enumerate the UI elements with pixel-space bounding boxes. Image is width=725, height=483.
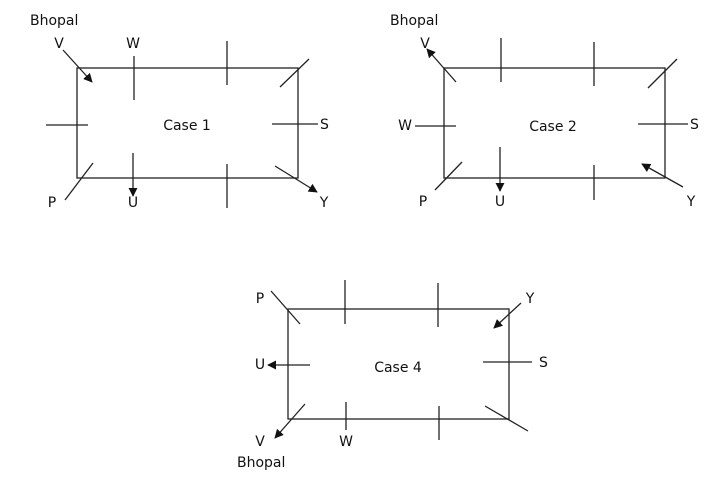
diag-bottom-right [484, 405, 529, 432]
label-w: W [398, 118, 412, 134]
label-w: W [339, 434, 353, 450]
case-4: P Y U S Case 4 V W Bhopal [237, 280, 548, 471]
label-u: U [255, 357, 265, 373]
diag-top-right [647, 58, 678, 89]
table-rectangle [76, 67, 299, 179]
label-u: U [128, 195, 138, 211]
diag-p [434, 161, 463, 191]
label-bhopal: Bhopal [30, 13, 78, 29]
arrow-y [641, 163, 684, 188]
arrow-v [274, 403, 306, 439]
table-rectangle [443, 67, 666, 179]
label-bhopal: Bhopal [237, 455, 285, 471]
label-y: Y [686, 194, 696, 210]
arrow-v [426, 48, 457, 83]
case-title: Case 4 [374, 360, 422, 376]
case-title: Case 1 [163, 118, 211, 134]
arrow-v [62, 49, 93, 83]
label-s: S [320, 117, 329, 133]
label-p: P [48, 195, 56, 211]
arrow-y [493, 302, 522, 329]
case-title: Case 2 [529, 119, 577, 135]
arrow-y [274, 165, 318, 193]
label-s: S [690, 117, 699, 133]
label-bhopal: Bhopal [390, 13, 438, 29]
label-v: V [54, 36, 64, 52]
diag-p [64, 162, 94, 201]
diag-p [270, 290, 301, 325]
case-1: Bhopal V W S Case 1 P U Y [30, 13, 329, 211]
label-y: Y [319, 195, 329, 211]
case-2: Bhopal V W S Case 2 P U Y [390, 13, 699, 210]
label-s: S [539, 355, 548, 371]
table-rectangle [287, 308, 510, 420]
diag-top-right [279, 58, 310, 88]
label-p: P [419, 194, 427, 210]
label-v: V [255, 434, 265, 450]
label-p: P [256, 291, 264, 307]
label-v: V [420, 36, 430, 52]
label-y: Y [525, 291, 535, 307]
label-u: U [495, 194, 505, 210]
label-w: W [126, 36, 140, 52]
